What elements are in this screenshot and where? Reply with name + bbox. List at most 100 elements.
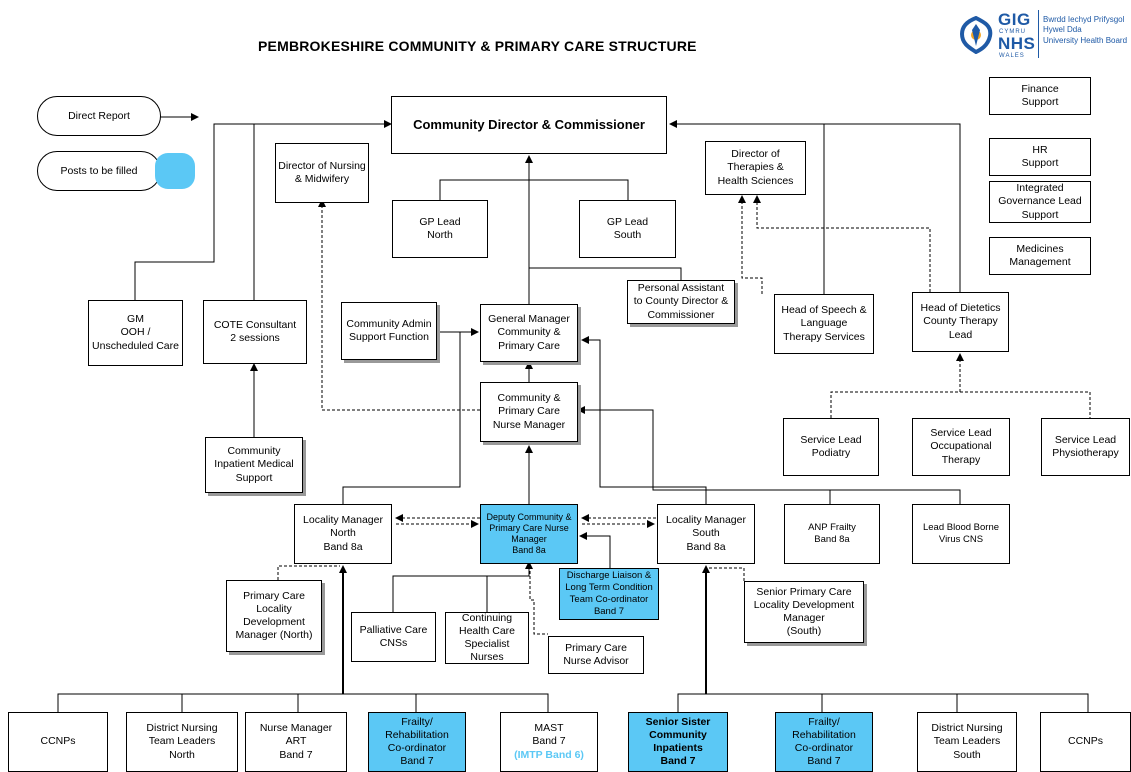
box-line: Therapies & xyxy=(727,161,784,174)
box-line: Co-ordinator xyxy=(387,742,447,754)
box-line: Primary Care xyxy=(565,641,627,654)
box-line: Locality Manager xyxy=(303,514,383,527)
legend-direct-report: Direct Report xyxy=(37,96,161,136)
box-line: COTE Consultant xyxy=(213,318,297,331)
box-line: Band 8a xyxy=(512,545,546,556)
logo-wales-text: WALES xyxy=(999,53,1025,59)
ccnps-south-box: CCNPs xyxy=(1040,712,1131,772)
box-line: GM xyxy=(127,313,144,326)
box-line: Band 8a xyxy=(814,534,850,545)
box-line: Community xyxy=(649,728,707,741)
box-line: Support xyxy=(235,471,273,484)
box-line: Community & xyxy=(497,392,561,405)
box-line: Primary Care xyxy=(498,339,560,352)
box-line: Service Lead xyxy=(800,433,862,446)
ccnps-north-box: CCNPs xyxy=(8,712,108,772)
box-line: Co-ordinator xyxy=(794,742,854,754)
box-line: Lead xyxy=(948,328,973,341)
legend-fill-swatch xyxy=(155,153,195,189)
box-line: Lead Blood Borne xyxy=(922,522,1000,534)
logo-line: Bwrdd Iechyd Prifysgol xyxy=(1043,15,1125,24)
box-line: Service Lead xyxy=(930,427,992,440)
box-line: MAST xyxy=(534,722,564,735)
logo-divider xyxy=(1038,10,1039,58)
box-line: Management xyxy=(1009,256,1071,268)
box-line: Personal Assistant xyxy=(637,282,725,295)
box-line: Band 7 xyxy=(532,735,566,748)
box-line: Director of xyxy=(731,148,780,161)
box-line: Director of Nursing xyxy=(278,159,366,172)
box-line: Development xyxy=(243,616,305,628)
logo-line: University Health Board xyxy=(1043,35,1128,45)
box-line: Physiotherapy xyxy=(1052,447,1119,459)
box-line: HR xyxy=(1032,143,1048,156)
box-line: County Therapy xyxy=(923,315,998,328)
box-line: Band 8a xyxy=(686,540,726,553)
box-line: Discharge Liaison & xyxy=(566,570,652,582)
community-director-box: Community Director & Commissioner xyxy=(391,96,667,154)
box-line: North xyxy=(169,748,195,761)
box-line: Community Admin xyxy=(346,317,432,330)
box-line: Rehabilitation xyxy=(792,728,856,741)
box-line: Specialist xyxy=(464,638,510,650)
box-line: Senior Primary Care xyxy=(756,585,852,598)
box-line: to County Director & xyxy=(633,295,729,308)
logo-board-name: Bwrdd Iechyd Prifysgol Hywel Dda Univers… xyxy=(1043,15,1127,46)
box-line: Support xyxy=(1021,208,1059,221)
box-line: Occupational xyxy=(930,440,992,453)
box-line: District Nursing xyxy=(931,722,1003,735)
legend-posts-to-fill: Posts to be filled xyxy=(37,151,161,191)
logo-nhs-text: NHS xyxy=(998,34,1036,53)
box-line: Continuing xyxy=(461,611,513,624)
box-line: Therapy Services xyxy=(783,330,865,343)
box-line: Virus CNS xyxy=(938,534,984,545)
box-line: Head of Dietetics xyxy=(920,302,1001,315)
box-line: CCNPs xyxy=(40,735,76,748)
box-line: GP Lead xyxy=(419,215,461,228)
box-line: Finance xyxy=(1021,82,1059,95)
box-line: Community xyxy=(227,445,281,458)
box-line: ART xyxy=(285,735,307,748)
box-line: Nurse Advisor xyxy=(563,655,629,667)
box-line: North xyxy=(427,229,453,241)
box-line: Frailty/ xyxy=(808,715,840,728)
box-line: CCNPs xyxy=(1067,735,1103,748)
box-line: Language xyxy=(800,317,848,330)
imtp-band-note: (IMTP Band 6) xyxy=(514,748,584,761)
box-line: South xyxy=(613,229,642,241)
box-line: Nurses xyxy=(470,651,504,664)
box-line: Primary Care xyxy=(498,405,560,418)
box-line: Support xyxy=(1021,96,1059,108)
box-line: Integrated xyxy=(1016,182,1064,195)
box-line: Podiatry xyxy=(811,447,851,459)
box-line: Team Leaders xyxy=(148,735,216,748)
box-line: Service Lead xyxy=(1054,433,1117,446)
box-line: Nurse Manager xyxy=(259,722,333,735)
box-line: Manager xyxy=(783,612,825,624)
box-line: Locality xyxy=(256,602,292,615)
box-line: Long Term Condition xyxy=(565,582,653,594)
box-line: OOH / xyxy=(120,326,151,339)
logo-cymru-text: CYMRU xyxy=(999,29,1026,35)
